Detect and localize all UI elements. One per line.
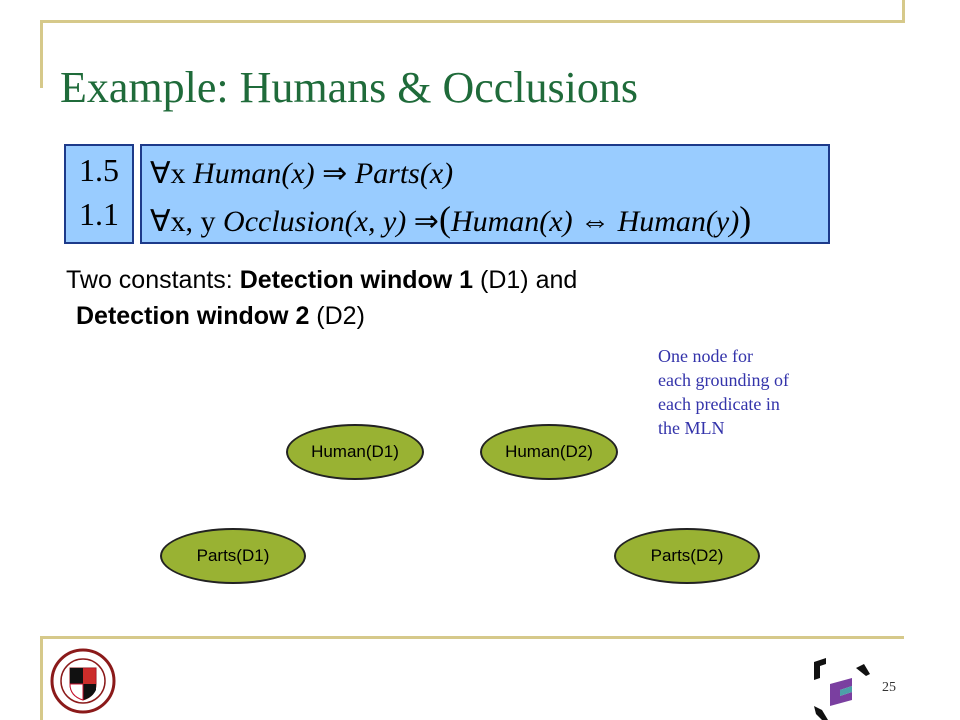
formula-1-arrow: ⇒ [322, 157, 348, 190]
constant-1-name: Detection window 1 [239, 266, 474, 294]
lab-logo-icon [814, 658, 870, 720]
formula-2-open-paren: ( [438, 199, 451, 239]
formula-2-rhs-b: Human(y) [617, 205, 740, 238]
slide-title: Example: Humans & Occlusions [60, 63, 639, 112]
constants-line-1: Two constants: Detection window 1 (D1) a… [66, 262, 577, 298]
constants-prefix: Two constants: [66, 266, 240, 294]
formula-2-lhs: Occlusion(x, y) [223, 205, 407, 238]
weight-2: 1.1 [79, 196, 119, 232]
formula-2-quantifier: ∀x, y [150, 205, 216, 238]
formula-2: ∀x, y Occlusion(x, y) ⇒(Human(x) ⇔ Human… [150, 198, 751, 240]
formula-2-iff: ⇔ [580, 205, 611, 238]
constants-line-2: Detection window 2 (D2) [66, 298, 577, 334]
formula-1-lhs: Human(x) [193, 157, 315, 190]
node-human-d2: Human(D2) [480, 424, 618, 480]
formula-2-arrow: ⇒ [413, 205, 439, 238]
constant-2-short: (D2) [309, 302, 365, 330]
node-parts-d1: Parts(D1) [160, 528, 306, 584]
university-seal-icon [50, 648, 116, 714]
weights-box: 1.5 1.1 [64, 144, 134, 244]
constant-2-name: Detection window 2 [76, 302, 310, 330]
page-number: 25 [882, 680, 896, 695]
node-human-d1: Human(D1) [286, 424, 424, 480]
formula-1: ∀x Human(x) ⇒ Parts(x) [150, 156, 453, 191]
note-line-4: the MLN [658, 418, 725, 438]
frame-line-left-top [40, 20, 43, 88]
constant-1-short: (D1) and [473, 266, 578, 294]
formula-1-rhs: Parts(x) [354, 157, 454, 190]
formula-1-quantifier: ∀x [150, 157, 186, 190]
formulas-box: ∀x Human(x) ⇒ Parts(x) ∀x, y Occlusion(x… [140, 144, 830, 244]
note-line-1: One node for [658, 346, 753, 366]
formula-2-rhs-a: Human(x) [450, 205, 573, 238]
frame-line-right-top [902, 0, 905, 23]
frame-line-bottom [40, 636, 904, 639]
node-parts-d2: Parts(D2) [614, 528, 760, 584]
formula-2-close-paren: ) [739, 199, 752, 239]
weight-1: 1.5 [79, 152, 119, 188]
constants-text: Two constants: Detection window 1 (D1) a… [66, 262, 577, 334]
grounding-note: One node for each grounding of each pred… [658, 344, 858, 440]
note-line-2: each grounding of [658, 370, 789, 390]
note-line-3: each predicate in [658, 394, 780, 414]
frame-line-left-bottom [40, 636, 43, 720]
frame-line-top [40, 20, 904, 23]
